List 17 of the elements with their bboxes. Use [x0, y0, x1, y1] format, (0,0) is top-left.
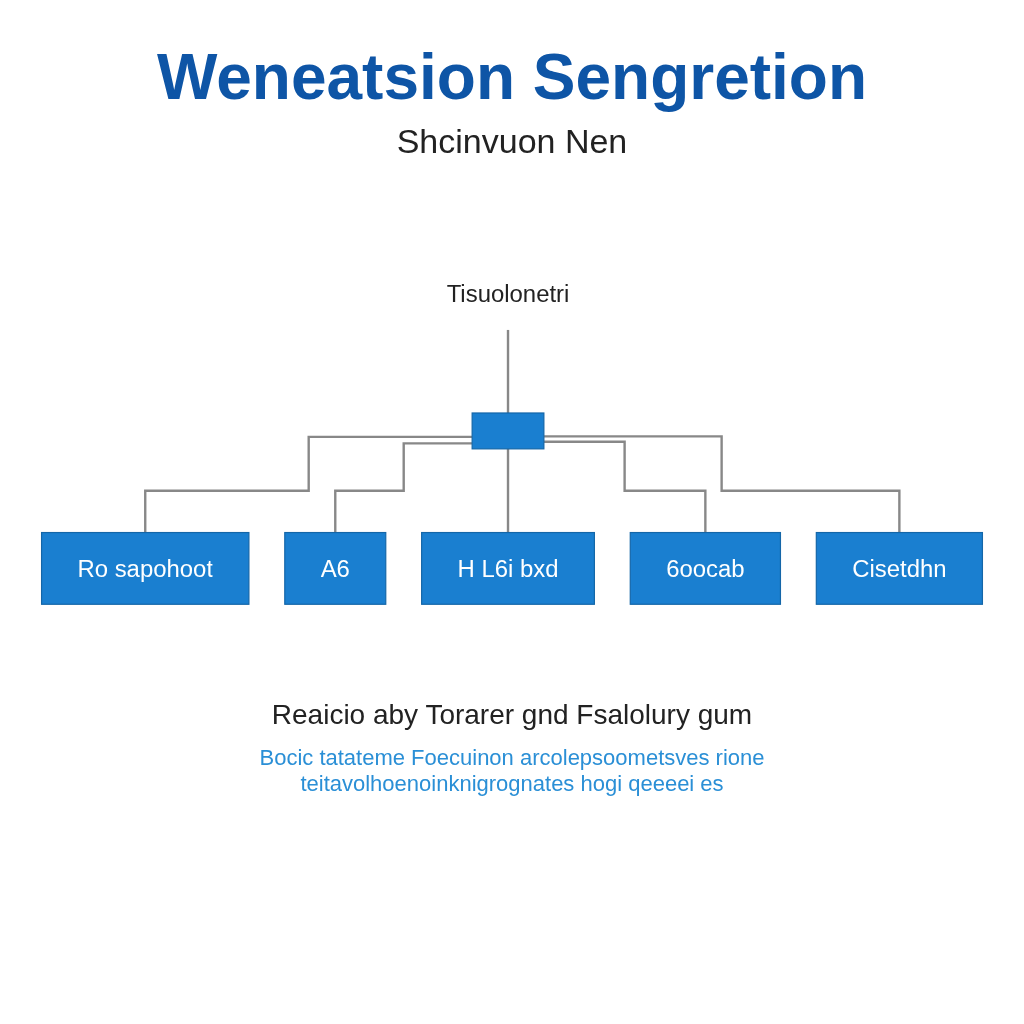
- node-box: Ro sapohoot: [40, 532, 250, 605]
- node-box: 6oocab: [629, 532, 782, 605]
- connector: [506, 328, 510, 415]
- connector: [543, 440, 707, 534]
- node-box: A6: [284, 532, 387, 605]
- node-box: [471, 412, 545, 450]
- connector: [334, 442, 473, 534]
- node-box: Cisetdhn: [815, 532, 984, 605]
- connector: [543, 435, 901, 534]
- note-text: Reaicio aby Torarer gnd Fsalolury gum: [270, 699, 754, 731]
- subtitle: Shcinvuon Nen: [395, 122, 629, 161]
- title: Weneatsion Sengretion: [156, 40, 868, 114]
- node-box: H L6i bxd: [421, 532, 595, 605]
- node-text: Tisuolonetri: [446, 280, 570, 307]
- caption: Bocic tatateme Foecuinon arcolepsoometsves rione teitavolhoenoinknigrognates hogi qeeeei es: [258, 745, 766, 797]
- connector: [506, 447, 510, 534]
- connector: [144, 435, 473, 534]
